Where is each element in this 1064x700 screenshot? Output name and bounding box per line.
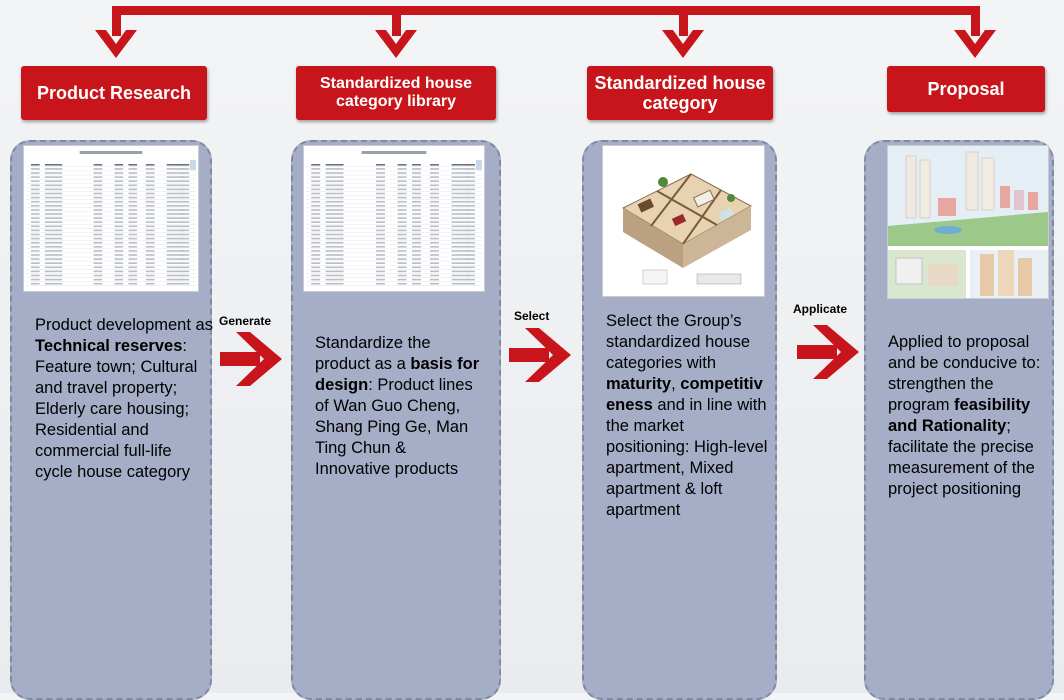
header-proposal: Proposal <box>887 66 1045 112</box>
right-arrow-icon <box>509 328 571 382</box>
floorplan-thumbnail <box>602 145 765 297</box>
connector-label-select: Select <box>514 309 550 323</box>
top-bracket-connector <box>95 6 996 58</box>
header-standardized-category: Standardized house category <box>587 66 773 120</box>
text-rest: and in line with the market positioning:… <box>606 396 768 519</box>
down-arrow-4 <box>954 6 996 58</box>
down-arrow-3 <box>662 6 704 58</box>
panel-text-standardized-category: Select the Group’s standardized house ca… <box>606 311 768 521</box>
text-rest: : Feature town; Cultural and travel prop… <box>35 337 198 481</box>
text-bold: feasibility and Rationality <box>888 396 1031 435</box>
text-rest: ; facilitate the precise measurement of … <box>888 417 1035 498</box>
floorplan-3d-image <box>603 146 764 296</box>
panel-text-proposal: Applied to proposal and be conducive to:… <box>888 332 1048 500</box>
text-bold-2: competitiveness <box>606 375 763 414</box>
header-category-library: Standardized house category library <box>296 66 496 120</box>
connector-label-generate: Generate <box>219 314 272 328</box>
down-arrow-1 <box>95 6 137 58</box>
rendering-thumbnail <box>887 145 1049 299</box>
spreadsheet-thumbnail <box>303 145 485 292</box>
spreadsheet-thumbnail <box>23 145 199 292</box>
text-mid: , <box>671 375 681 393</box>
text-intro: Standardize the product as a <box>315 334 431 373</box>
text-rest: : Product lines of Wan Guo Cheng, Shang … <box>315 376 473 478</box>
spreadsheet-image <box>24 146 198 291</box>
text-bold: maturity <box>606 375 672 393</box>
text-bold: Technical reserves <box>35 337 183 355</box>
text-bold: basis for design <box>315 355 480 394</box>
right-arrow-icon <box>797 325 859 379</box>
text-intro: Select the Group’s standardized house ca… <box>606 312 751 372</box>
header-product-research: Product Research <box>21 66 207 120</box>
top-bar <box>112 6 980 15</box>
spreadsheet-image <box>304 146 484 291</box>
down-arrow-2 <box>375 6 417 58</box>
building-renderings-image <box>888 146 1048 298</box>
text-intro: Product development as <box>35 316 213 334</box>
right-arrow-icon <box>220 332 282 386</box>
panel-text-category-library: Standardize the product as a basis for d… <box>315 333 485 480</box>
connector-label-applicate: Applicate <box>793 302 848 316</box>
panel-text-product-research: Product development as Technical reserve… <box>35 315 213 483</box>
text-intro: Applied to proposal and be conducive to:… <box>888 333 1041 414</box>
